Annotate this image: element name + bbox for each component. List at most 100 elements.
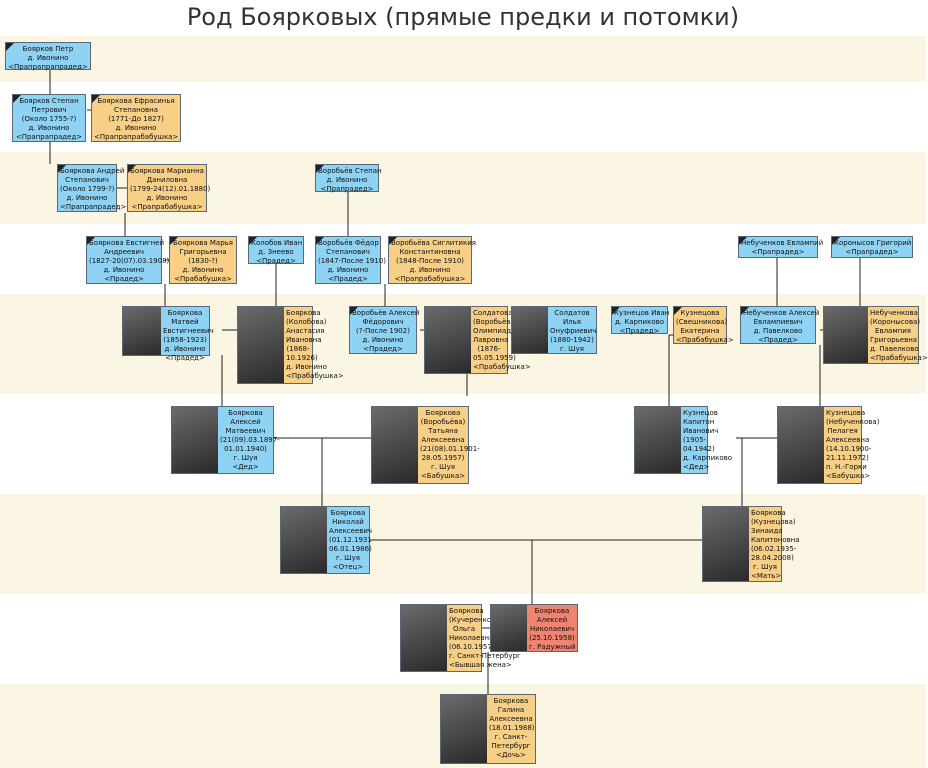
person-info-line: <Мать> [751, 572, 782, 580]
person-photo [491, 605, 527, 651]
person-card[interactable]: Небученков Евлампий<Прапрадед> [738, 236, 823, 258]
person-info-line: Бояркова [167, 309, 203, 317]
person-info-line: Боярков Петр [22, 45, 74, 53]
person-info-line: Татьяна [428, 427, 458, 435]
person-info-line: д. Павелково [870, 345, 919, 353]
person-info-line: (1880-1942) [550, 336, 594, 344]
person-photo [703, 507, 749, 581]
person-info-line: д. Павелково [753, 327, 803, 335]
person-info-line: д. Ивонино [286, 363, 327, 371]
person-info-line: 21.11.1972) [826, 454, 869, 462]
person-photo [172, 407, 218, 473]
card-corner-marker [58, 165, 66, 173]
person-photo [425, 307, 471, 373]
person-info-line: <Прапрадед> [751, 248, 805, 256]
person-card[interactable]: Кузнецова(Свешникова)Екатерина<Прабабушк… [673, 306, 734, 344]
person-info-line: г. Радужный [529, 643, 576, 651]
person-info-line: (1905- [683, 436, 707, 444]
person-info-line: Воробьёв Алексей [352, 309, 420, 317]
card-corner-marker [389, 237, 397, 245]
person-info: Коронысов Григорий<Прапрадед> [834, 239, 911, 257]
person-info-line: Бояркова Марья [173, 239, 233, 247]
person-card[interactable]: Коронысов Григорий<Прапрадед> [831, 236, 913, 258]
person-info-line: <Прапрапрабабушка> [94, 133, 179, 141]
person-photo [123, 307, 161, 355]
person-info-line: Степановна [114, 106, 158, 114]
card-corner-marker [87, 237, 95, 245]
person-info-line: <Прапрадед> [320, 185, 374, 193]
person-info-line: (06.10.1957) [449, 643, 495, 651]
card-corner-marker [350, 307, 358, 315]
person-info-line: г. Шуя [431, 463, 455, 471]
person-info-line: д. Ивонино [327, 266, 369, 274]
person-photo [441, 695, 487, 763]
person-info-line: Солдатова [473, 309, 513, 317]
person-info-line: (18.01.1988) [489, 724, 535, 732]
page-title: Род Боярковых (прямые предки и потомки) [186, 3, 740, 31]
person-info-line: Кузнецов Иван [614, 309, 670, 317]
person-info-line: Григорьевна [179, 248, 227, 256]
person-info-line: Илья [562, 318, 582, 326]
person-info-line: <Прапрабабушка> [394, 275, 466, 283]
person-info-line: Бояркова Евстигней [89, 239, 165, 247]
person-info-line: <Дед> [683, 463, 710, 471]
person-info-line: <Прапрабабушка> [131, 203, 203, 211]
person-info-line: г. Шуя [233, 454, 258, 462]
person-info-line: д. Карпиково [614, 318, 665, 326]
person-info-line: Капитоновна [751, 536, 800, 544]
person-info-line: <Бывшая жена> [449, 661, 512, 669]
person-info-line: Ивановна [286, 336, 322, 344]
person-info-line: Зинаида [751, 527, 783, 535]
card-corner-marker [674, 307, 682, 315]
person-info-line: д. Ивонино [182, 266, 224, 274]
card-corner-marker [316, 237, 324, 245]
person-info-line: Григорьевна [870, 336, 918, 344]
person-info-line: (01.12.1931- [329, 536, 375, 544]
person-info-line: д. Ивонино [409, 266, 451, 274]
person-info-line: <Прапрадед> [845, 248, 899, 256]
card-corner-marker [739, 237, 747, 245]
person-info-line: 28.04.2008) [751, 554, 794, 562]
person-info-line: Андреевич [103, 248, 145, 256]
person-info-line: <Прадед> [165, 354, 205, 362]
person-info-line: Небученков Алексей [743, 309, 820, 317]
